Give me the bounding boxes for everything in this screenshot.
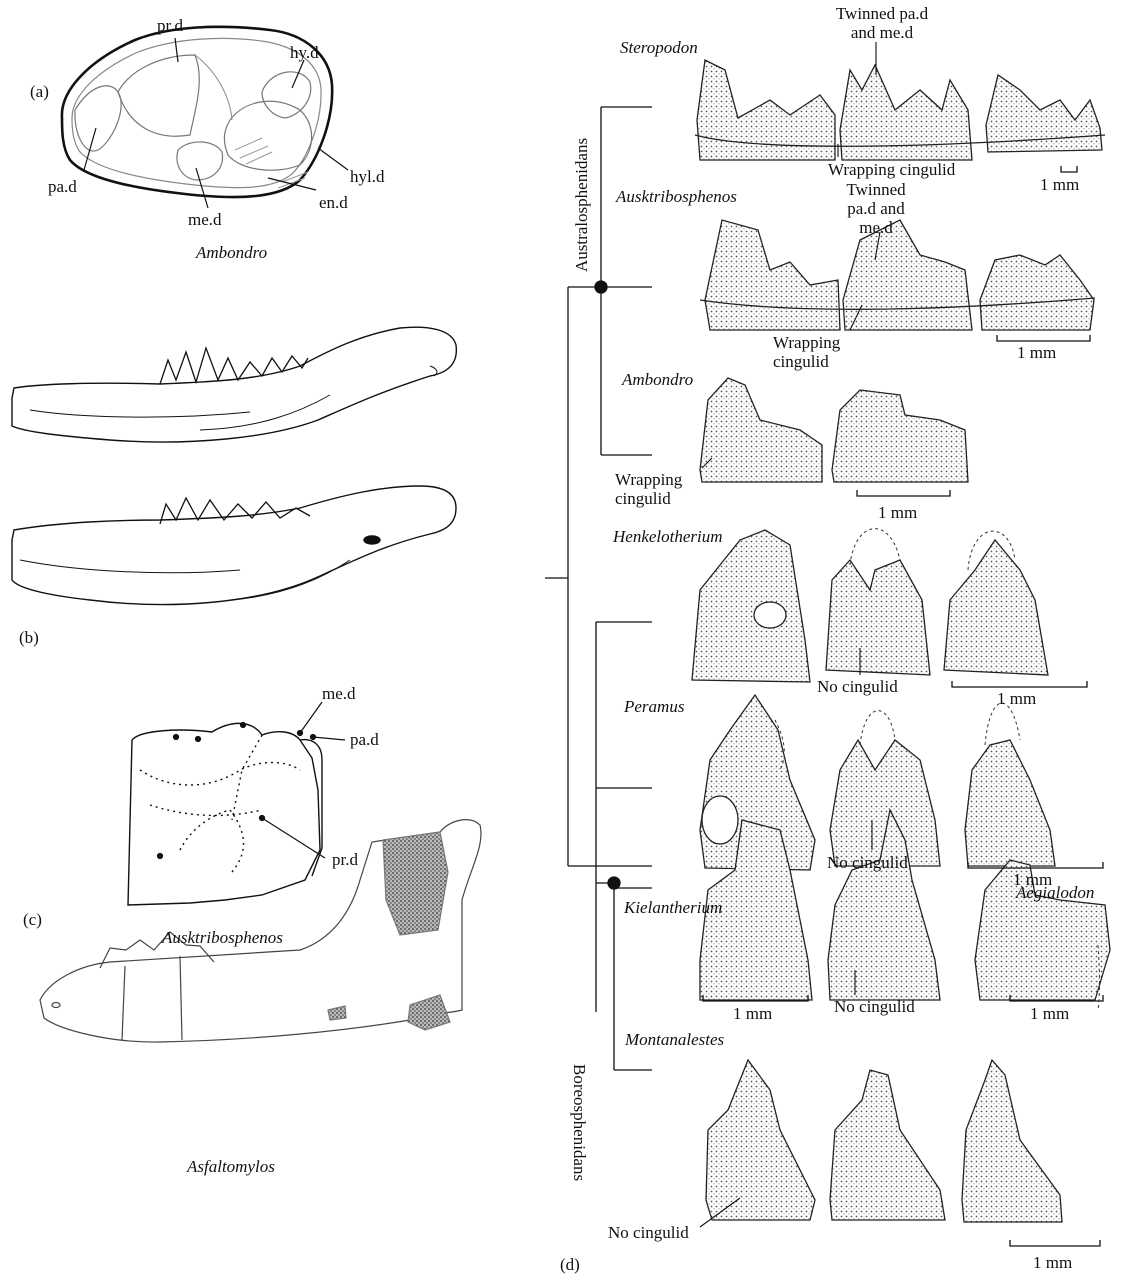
cusp-label-pa-d: pa.d [48, 177, 77, 196]
ausktribosphenos-molar-drawing [128, 702, 345, 905]
taxon-ausktribosphenos: Ausktribosphenos [616, 187, 737, 206]
cladogram [545, 107, 652, 1070]
scale-label: 1 mm [997, 689, 1036, 708]
cusp-label-hy-d: hy.d [290, 43, 319, 62]
taxon-montanalestes: Montanalestes [625, 1030, 724, 1049]
cusp-label-me-d-b: me.d [322, 684, 356, 703]
cusp-label-me-d: me.d [188, 210, 222, 229]
ausktribosphenos-jaw-drawings [12, 327, 456, 604]
scale-label: 1 mm [878, 503, 917, 522]
clade-australosphenidans: Australosphenidans [572, 138, 592, 272]
cusp-label-pa-d-b: pa.d [350, 730, 379, 749]
scale-label: 1 mm [1030, 1004, 1069, 1023]
scale-label: 1 mm [1033, 1253, 1072, 1272]
cusp-label-hyl-d: hyl.d [350, 167, 384, 186]
taxon-ambondro: Ambondro [622, 370, 693, 389]
cusp-label-pr-d-b: pr.d [332, 850, 358, 869]
annotation-no-cingulid-4: No cingulid [608, 1223, 689, 1242]
annotation-no-cingulid-1: No cingulid [817, 677, 898, 696]
scale-label: 1 mm [1013, 870, 1052, 889]
annotation-wrapping-3-line2: cingulid [615, 489, 671, 508]
scale-label: 1 mm [733, 1004, 772, 1023]
panel-d-label: (d) [560, 1255, 580, 1274]
scale-label: 1 mm [1040, 175, 1079, 194]
annotation-no-cingulid-3: No cingulid [834, 997, 915, 1016]
annotation-wrapping-1: Wrapping cingulid [828, 160, 955, 179]
cusp-label-en-d: en.d [319, 193, 348, 212]
annotation-no-cingulid-2: No cingulid [827, 853, 908, 872]
taxon-kielantherium: Kielantherium [624, 898, 722, 917]
panel-c-label: (c) [23, 910, 42, 929]
cusp-label-pr-d: pr.d [157, 16, 183, 35]
taxon-peramus: Peramus [624, 697, 684, 716]
annotation-twinned-2-line1: Twinned [826, 180, 926, 199]
annotation-twinned-2-line3: me.d [826, 218, 926, 237]
scale-label: 1 mm [1017, 343, 1056, 362]
clade-boreosphenidans: Boreosphenidans [569, 1064, 589, 1181]
panel-a-taxon: Ambondro [196, 243, 267, 262]
taxon-henkelotherium: Henkelotherium [613, 527, 723, 546]
panel-b-label: (b) [19, 628, 39, 647]
annotation-twinned-1-line1: Twinned pa.d [812, 4, 952, 23]
annotation-wrapping-3-line1: Wrapping [615, 470, 682, 489]
panel-a-label: (a) [30, 82, 49, 101]
panel-b-taxon: Ausktribosphenos [162, 928, 283, 947]
taxon-steropodon: Steropodon [620, 38, 698, 57]
annotation-wrapping-2-line2: cingulid [773, 352, 829, 371]
annotation-twinned-2-line2: pa.d and [826, 199, 926, 218]
annotation-twinned-1-line2: and me.d [812, 23, 952, 42]
annotation-wrapping-2-line1: Wrapping [773, 333, 840, 352]
panel-c-taxon: Asfaltomylos [187, 1157, 275, 1176]
